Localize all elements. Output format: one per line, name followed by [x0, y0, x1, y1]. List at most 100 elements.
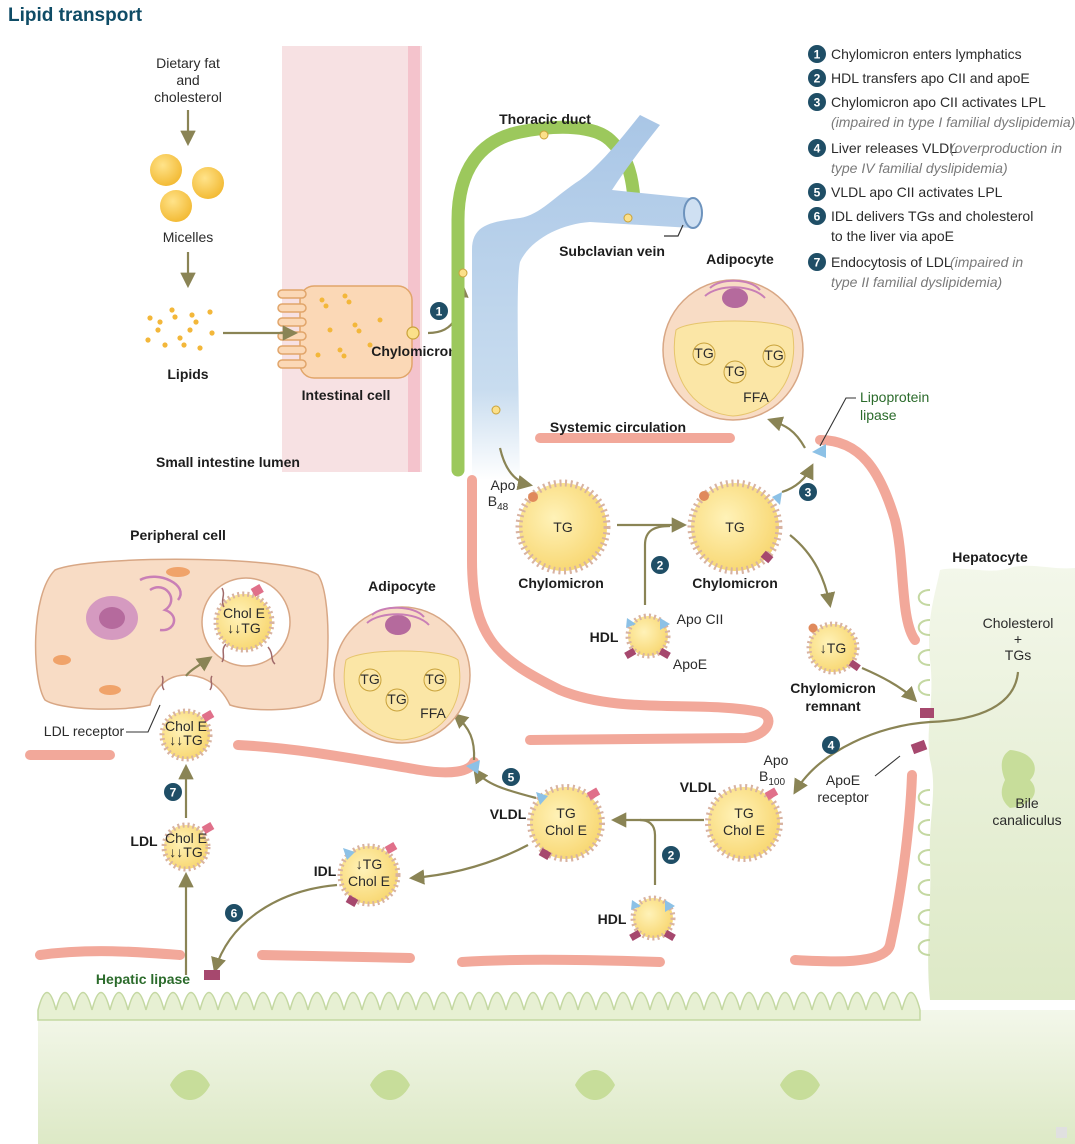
page-title: Lipid transport [8, 5, 143, 26]
step-7-number: 7 [170, 786, 177, 800]
micelle-1 [150, 154, 182, 186]
legend-note-7: (impaired in [950, 254, 1023, 270]
arrow-vldl-idl [408, 844, 529, 885]
adipocyte-top-ffa: FFA [743, 389, 769, 405]
hepatocyte [910, 565, 1075, 1000]
vldl-right-label: VLDL [680, 779, 717, 795]
dietary-label-2: and [176, 72, 199, 88]
legend-text-5: VLDL apo CII activates LPL [831, 184, 1003, 200]
step-4-number: 4 [828, 739, 835, 753]
hdl-1 [624, 613, 671, 659]
subclavian-vein [472, 115, 692, 480]
legend-text-2: HDL transfers apo CII and apoE [831, 70, 1030, 86]
lipids-cluster [145, 307, 215, 351]
ldl-receptor-leader [126, 704, 161, 733]
micelle-3 [160, 190, 192, 222]
apo-cii-label: Apo CII [677, 611, 724, 627]
arrow-endocytosis [185, 656, 213, 677]
legend-item-5: 5 VLDL apo CII activates LPL [808, 183, 1003, 201]
vein-opening [683, 197, 703, 229]
bile-label-1: Bile [1015, 795, 1039, 811]
apo-b48-label-2: B48 [488, 493, 509, 513]
arrow-lpl-adipocyte-mid [452, 712, 476, 761]
lpl-icon-top [812, 444, 826, 458]
hdl-2 [629, 895, 676, 941]
lipoprotein-lipase-label-2: lipase [860, 407, 897, 423]
chylomicron-top-label: Chylomicron [371, 343, 457, 359]
idl-chole: Chol E [348, 873, 390, 889]
legend-badge-7 [808, 253, 826, 271]
apoe-receptor-icon-2 [910, 739, 928, 755]
apoe-receptor-icon-1 [920, 708, 934, 718]
adipocyte-top [662, 279, 804, 421]
arrow-vein-chylo [498, 447, 534, 491]
bile-label-2: canaliculus [992, 812, 1061, 828]
vldl-right [705, 784, 783, 862]
adipocyte-mid-ffa: FFA [420, 705, 446, 721]
legend-badge-4 [808, 139, 826, 157]
legend-note-4b: type IV familial dyslipidemia) [831, 160, 1008, 176]
step-6-number: 6 [231, 907, 238, 921]
step-6-badge [225, 904, 243, 922]
chylomicron-remnant [806, 621, 861, 675]
vessel-bottom-3 [457, 954, 665, 967]
arrow-remnant-liver [861, 666, 918, 703]
idl [337, 842, 401, 907]
step-2-number-a: 2 [657, 559, 664, 573]
lipoprotein-lipase-label-1: Lipoprotein [860, 389, 929, 405]
step-2-badge-b [662, 846, 680, 864]
arrow-hdl2-vldl [639, 818, 657, 885]
legend-text-7: Endocytosis of LDL [831, 254, 952, 270]
adipocyte-mid-label: Adipocyte [368, 578, 436, 594]
arrow-hdl-chylo [643, 524, 671, 605]
arrow-lpl-adipocyte [767, 416, 806, 449]
adipocyte-mid-tg-3: TG [387, 691, 406, 707]
legend: 1 Chylomicron enters lymphatics 2 HDL tr… [808, 45, 1075, 290]
legend-num-7: 7 [814, 256, 821, 270]
micelles-label: Micelles [163, 229, 214, 245]
ldl-label: LDL [130, 833, 158, 849]
dietary-label-1: Dietary fat [156, 55, 220, 71]
adipocyte-top-tg-2: TG [764, 347, 783, 363]
adipocyte-mid [333, 606, 471, 744]
hepatic-lipase-label: Hepatic lipase [96, 971, 190, 987]
chylo-2-label: Chylomicron [692, 575, 778, 591]
legend-item-2: 2 HDL transfers apo CII and apoE [808, 69, 1030, 87]
ldl-receptor-chole: Chol E [165, 718, 207, 734]
vldl-left-label: VLDL [490, 806, 527, 822]
apo-b48-label-1: Apo [491, 477, 516, 493]
vein-particle-1 [623, 213, 633, 223]
legend-item-4: 4 Liver releases VLDL (overproduction in… [808, 139, 1062, 176]
apo-b100-label-1: Apo [764, 752, 789, 768]
ldl-chole: Chol E [165, 830, 207, 846]
vessel-right-lower [790, 770, 917, 967]
adipocyte-top-tg-3: TG [725, 363, 744, 379]
legend-num-6: 6 [814, 210, 821, 224]
legend-num-4: 4 [814, 142, 821, 156]
legend-item-7: 7 Endocytosis of LDL (impaired in type I… [808, 253, 1023, 290]
hepatocyte-label: Hepatocyte [952, 549, 1028, 565]
corner-logo [1056, 1127, 1067, 1138]
duct-particle-1 [539, 130, 549, 140]
arrow-idl-liver [211, 883, 338, 973]
chylo-1-tg: TG [553, 519, 572, 535]
thoracic-duct-label: Thoracic duct [499, 111, 591, 127]
legend-badge-5 [808, 183, 826, 201]
apoe-label: ApoE [673, 656, 707, 672]
chol-tg-label-2: + [1014, 631, 1022, 647]
apoe-receptor-leader [874, 755, 901, 777]
legend-note-6: to the liver via apoE [831, 228, 954, 244]
step-5-number: 5 [508, 771, 515, 785]
systemic-circulation-label: Systemic circulation [550, 419, 686, 435]
legend-badge-1 [808, 45, 826, 63]
vessel-bottom-2 [257, 950, 415, 963]
chylomicron-2 [687, 479, 783, 575]
peripheral-tg: ↓↓TG [227, 620, 260, 636]
subclavian-vein-label: Subclavian vein [559, 243, 665, 259]
vessel-mid [233, 740, 479, 778]
arrow-chylo-lpl [781, 463, 814, 494]
step-2-badge-a [651, 556, 669, 574]
idl-tg: ↓TG [356, 856, 382, 872]
lipids-label: Lipids [167, 366, 208, 382]
ldl-receptor-tg: ↓↓TG [169, 732, 202, 748]
